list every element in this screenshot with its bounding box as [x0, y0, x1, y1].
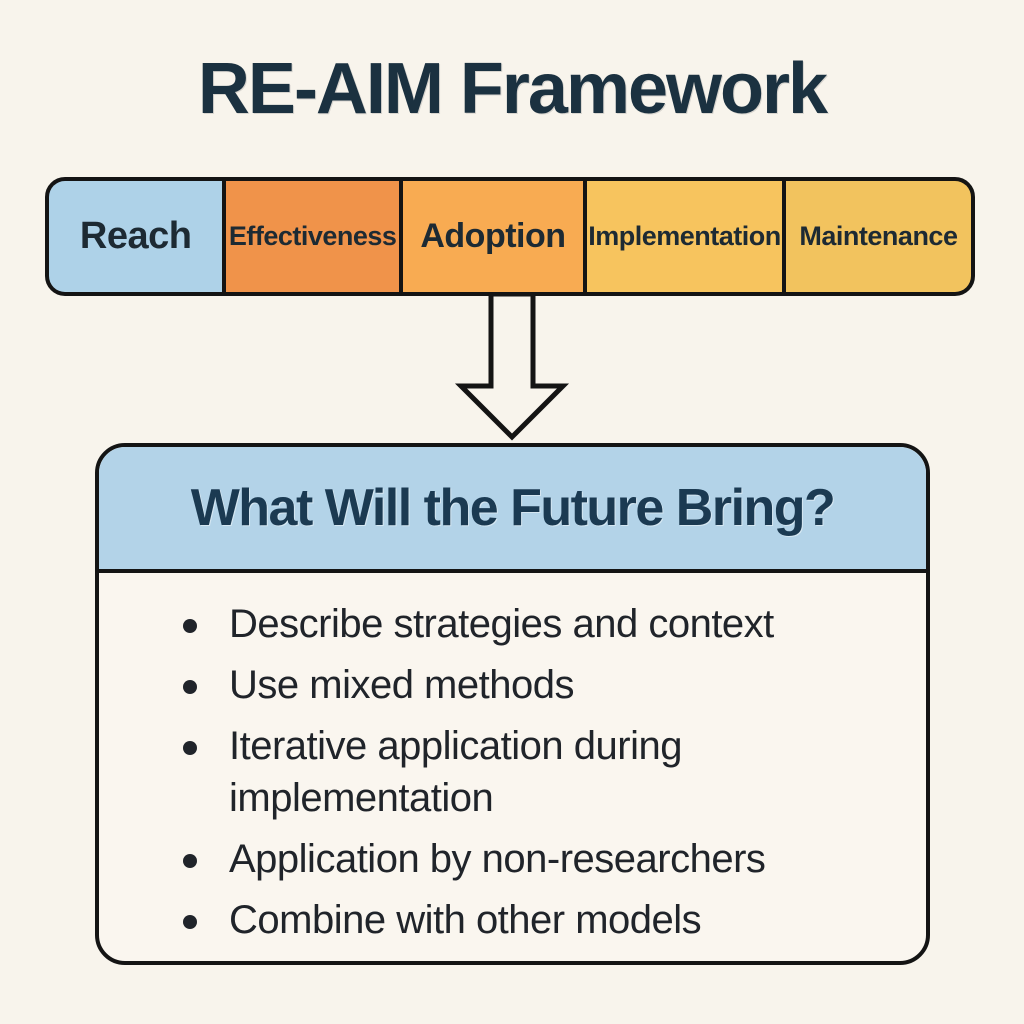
segment-adoption-label: Adoption — [420, 217, 566, 255]
down-arrow-icon — [453, 291, 571, 442]
bullet-dot — [183, 853, 197, 868]
list-item: Application by non-researchers — [173, 834, 876, 885]
segment-maintenance-label: Maintenance — [799, 221, 958, 251]
segment-effectiveness: Effectiveness — [222, 181, 399, 292]
segment-maintenance: Maintenance — [781, 181, 971, 292]
bullet-text: Application by non-researchers — [229, 836, 766, 881]
bullet-dot — [183, 680, 197, 695]
list-item: Combine with other models — [173, 895, 876, 946]
segment-effectiveness-label: Effectiveness — [228, 221, 397, 251]
future-bullet-list: Describe strategies and context Use mixe… — [99, 599, 926, 946]
future-box-header: What Will the Future Bring? — [99, 447, 926, 573]
bullet-dot — [183, 619, 197, 633]
segment-reach: Reach — [49, 181, 223, 292]
list-item: Describe strategies and context — [173, 599, 876, 650]
list-item: Use mixed methods — [173, 660, 876, 711]
list-item: Iterative application during implementat… — [173, 721, 876, 823]
future-box-title: What Will the Future Bring? — [190, 479, 836, 537]
future-box: What Will the Future Bring? Describe str… — [95, 443, 930, 965]
segment-implementation: Implementation — [583, 181, 782, 292]
framework-segment-bar: Reach Effectiveness Adoption Implementat… — [45, 177, 975, 296]
bullet-text: Use mixed methods — [229, 663, 574, 708]
bullet-text: Describe strategies and context — [229, 602, 774, 646]
segment-reach-label: Reach — [79, 215, 192, 257]
bullet-dot — [183, 914, 197, 929]
bullet-text: Combine with other models — [229, 897, 702, 942]
page-title: RE-AIM Framework — [197, 49, 828, 129]
segment-implementation-label: Implementation — [588, 221, 781, 251]
bullet-text: Iterative application during implementat… — [229, 724, 682, 820]
bullet-dot — [183, 741, 197, 756]
segment-adoption: Adoption — [398, 181, 584, 292]
